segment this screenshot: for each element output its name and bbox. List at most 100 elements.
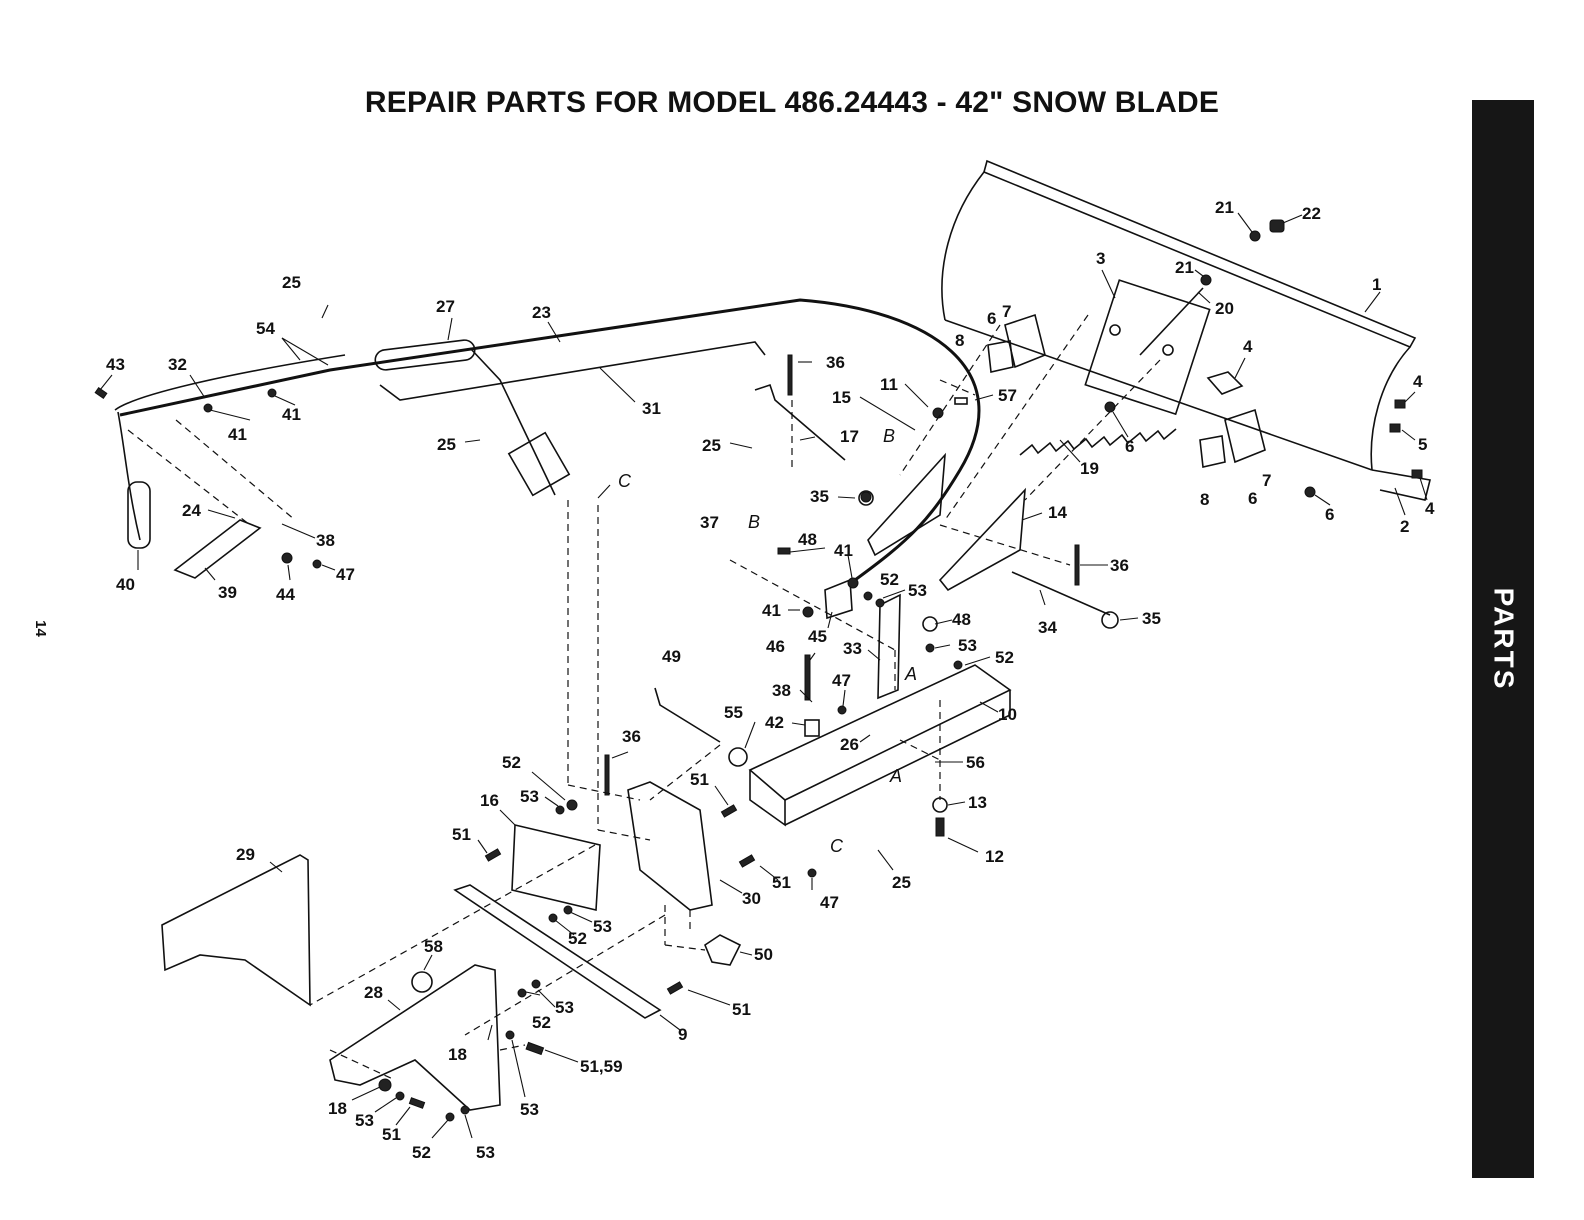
part-label-25: 25 — [282, 273, 301, 292]
part-label-24: 24 — [182, 501, 201, 520]
parts-section-tab: PARTS — [1472, 100, 1534, 1178]
handle-lever — [117, 411, 141, 541]
part-label-19: 19 — [1080, 459, 1099, 478]
part-label-45: 45 — [808, 627, 827, 646]
part-label-32: 32 — [168, 355, 187, 374]
part-label-7: 7 — [1262, 471, 1271, 490]
part-label-51: 51 — [382, 1125, 401, 1144]
part-label-52: 52 — [995, 648, 1014, 667]
hinge-bracket-lower — [1224, 408, 1266, 464]
part-label-37: 37 — [700, 513, 719, 532]
reference-letter-b: B — [883, 426, 895, 446]
hitch-plate-16 — [511, 824, 601, 911]
snow-blade-part — [941, 159, 1431, 501]
part-label-55: 55 — [724, 703, 743, 722]
part-label-5: 5 — [1418, 435, 1427, 454]
assembly-guide-lines — [127, 314, 1161, 1081]
mount-plate-29 — [161, 854, 311, 1007]
part-label-51: 51 — [690, 770, 709, 789]
part-label-41: 41 — [762, 601, 781, 620]
part-label-50: 50 — [754, 945, 773, 964]
handle-grip — [127, 481, 151, 549]
part-label-35: 35 — [1142, 609, 1161, 628]
part-label-23: 23 — [532, 303, 551, 322]
washer-58 — [411, 971, 433, 993]
part-label-28: 28 — [364, 983, 383, 1002]
part-label-34: 34 — [1038, 618, 1057, 637]
pivot-nut-35 — [1101, 611, 1119, 629]
part-label-44: 44 — [276, 585, 295, 604]
part-label-52: 52 — [502, 753, 521, 772]
part-label-57: 57 — [998, 386, 1017, 405]
part-label-1: 1 — [1372, 275, 1381, 294]
reference-letter-c: C — [830, 836, 844, 856]
part-label-53: 53 — [520, 787, 539, 806]
washer-55 — [728, 747, 748, 767]
part-label-53: 53 — [555, 998, 574, 1017]
latch-50 — [704, 934, 742, 966]
part-label-48: 48 — [798, 530, 817, 549]
part-label-41: 41 — [228, 425, 247, 444]
part-label-8: 8 — [955, 331, 964, 350]
part-label-53: 53 — [593, 917, 612, 936]
part-label-4: 4 — [1425, 499, 1435, 518]
bolt-bracket-4 — [1206, 371, 1244, 395]
part-label-31: 31 — [642, 399, 661, 418]
part-label-4: 4 — [1413, 372, 1423, 391]
part-label-40: 40 — [116, 575, 135, 594]
part-label-51: 51 — [732, 1000, 751, 1019]
part-label-21: 21 — [1175, 258, 1194, 277]
part-label-51: 51 — [452, 825, 471, 844]
part-label-46: 46 — [766, 637, 785, 656]
part-label-27: 27 — [436, 297, 455, 316]
part-label-48: 48 — [952, 610, 971, 629]
latch-rod-49 — [654, 687, 721, 743]
lift-arm — [469, 347, 556, 496]
part-label-4: 4 — [1243, 337, 1253, 356]
handle-rod — [114, 354, 346, 411]
part-label-25: 25 — [702, 436, 721, 455]
part-label-53: 53 — [908, 581, 927, 600]
part-label-52: 52 — [532, 1013, 551, 1032]
part-label-12: 12 — [985, 847, 1004, 866]
part-label-21: 21 — [1215, 198, 1234, 217]
part-label-35: 35 — [810, 487, 829, 506]
lift-bracket-33 — [877, 593, 901, 700]
mount-plate-28 — [329, 964, 501, 1111]
part-label-26: 26 — [840, 735, 859, 754]
part-label-47: 47 — [832, 671, 851, 690]
page-title: REPAIR PARTS FOR MODEL 486.24443 - 42" S… — [364, 86, 1220, 119]
sleeve-tube — [374, 339, 476, 371]
part-label-25: 25 — [437, 435, 456, 454]
part-label-47: 47 — [336, 565, 355, 584]
pivot-plate-left — [867, 452, 946, 557]
part-label-36: 36 — [826, 353, 845, 372]
part-label-14: 14 — [1048, 503, 1067, 522]
part-label-43: 43 — [106, 355, 125, 374]
part-label-54: 54 — [256, 319, 275, 338]
part-label-18: 18 — [328, 1099, 347, 1118]
pivot-plate-right — [938, 487, 1026, 592]
hitch-bracket-30 — [627, 781, 713, 911]
part-label-22: 22 — [1302, 204, 1321, 223]
bracket-45 — [824, 578, 853, 620]
part-label-6: 6 — [987, 309, 996, 328]
part-label-52: 52 — [880, 570, 899, 589]
part-label-38: 38 — [316, 531, 335, 550]
part-labels: 1 2 3 4 4 4 5 6 6 6 6 7 7 8 8 9 10 11 12… — [106, 198, 1435, 1162]
shoe-upper — [987, 340, 1014, 373]
main-frame-lower — [784, 690, 1011, 826]
lift-rod-31 — [379, 341, 766, 401]
part-label-25: 25 — [892, 873, 911, 892]
part-label-39: 39 — [218, 583, 237, 602]
lift-cable-part — [119, 298, 981, 582]
lever-arm-17 — [754, 383, 846, 461]
part-label-3: 3 — [1096, 249, 1105, 268]
leader-lines — [99, 212, 1428, 1139]
reference-letters: A A B B C C — [618, 426, 917, 856]
part-label-8: 8 — [1200, 490, 1209, 509]
shoe-lower — [1199, 435, 1226, 468]
part-label-53: 53 — [520, 1100, 539, 1119]
part-label-30: 30 — [742, 889, 761, 908]
